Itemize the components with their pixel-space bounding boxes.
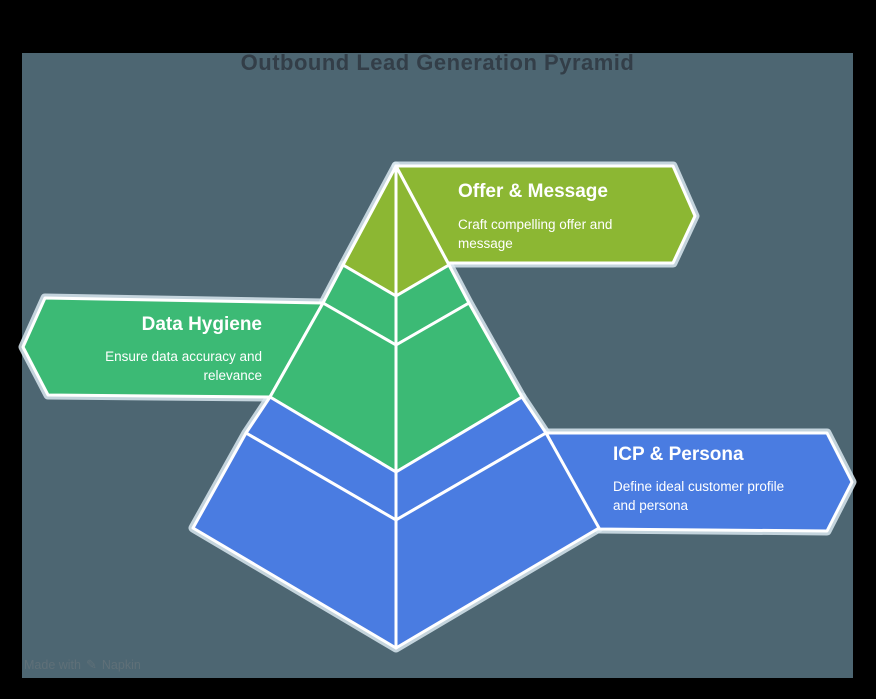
icp-persona-desc-line2: and persona [613, 498, 689, 513]
icp-persona-description: Define ideal customer profile and person… [613, 477, 828, 515]
offer-message-label: Offer & Message [458, 181, 608, 202]
data-hygiene-description: Ensure data accuracy and relevance [52, 347, 262, 385]
watermark-prefix: Made with [24, 658, 81, 672]
data-hygiene-desc-line2: relevance [203, 368, 262, 383]
offer-message-desc-line2: message [458, 236, 513, 251]
data-hygiene-label: Data Hygiene [141, 314, 262, 335]
offer-message-desc-line1: Craft compelling offer and [458, 217, 613, 232]
watermark: Made with ✎ Napkin [24, 657, 141, 673]
page-title: Outbound Lead Generation Pyramid [240, 50, 635, 75]
tier-bottom-right-face [394, 431, 601, 650]
icp-persona-label: ICP & Persona [613, 444, 744, 465]
icp-persona-desc-line1: Define ideal customer profile [613, 479, 785, 494]
data-hygiene-banner [21, 296, 325, 399]
offer-message-description: Craft compelling offer and message [458, 215, 658, 253]
data-hygiene-desc-line1: Ensure data accuracy and [105, 349, 262, 364]
watermark-brand: Napkin [101, 658, 141, 672]
pen-icon: ✎ [85, 657, 97, 672]
